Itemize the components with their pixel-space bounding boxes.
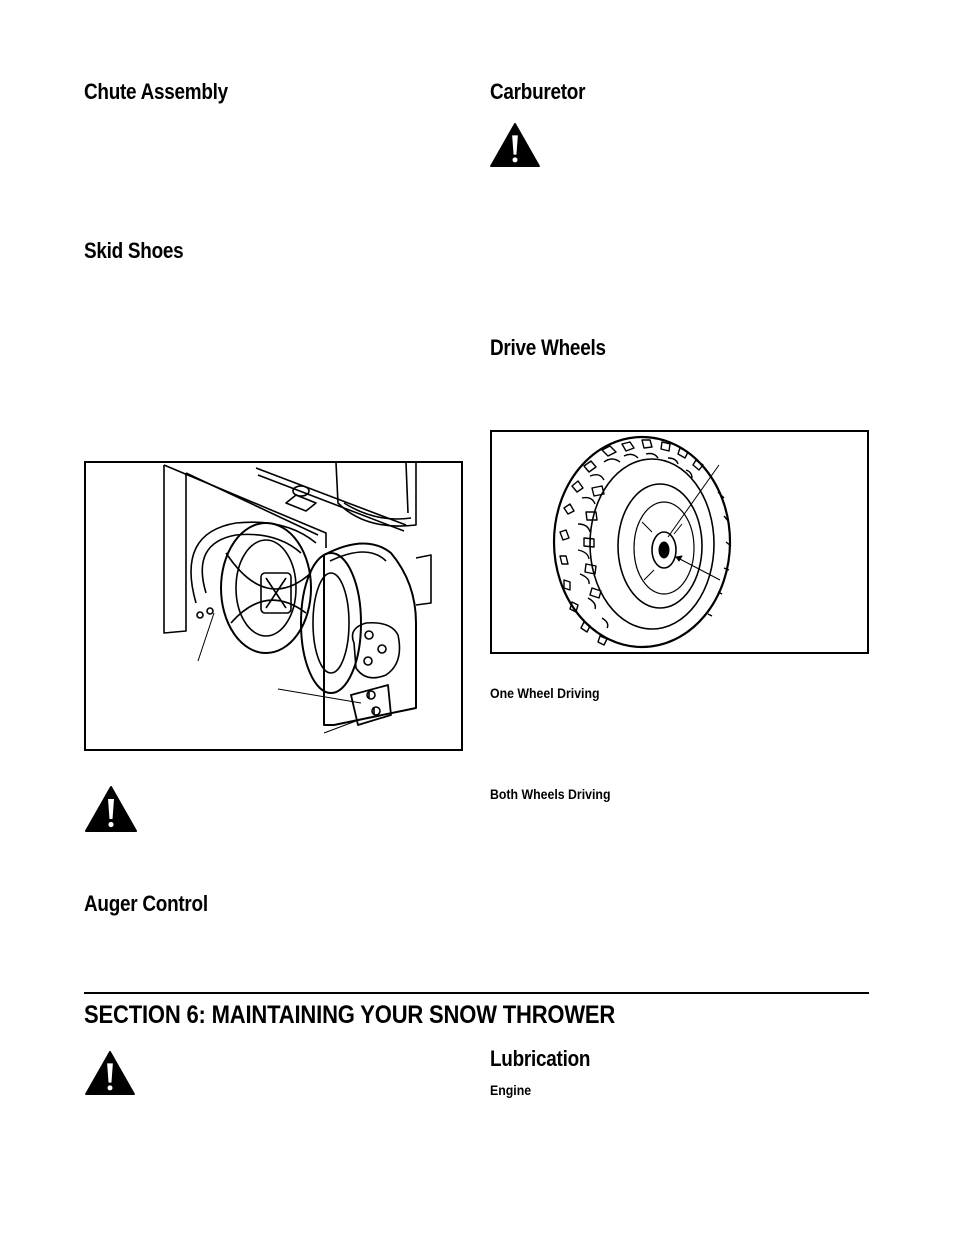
warning-triangle-icon xyxy=(85,786,137,832)
section-title: SECTION 6: MAINTAINING YOUR SNOW THROWER xyxy=(84,1001,616,1029)
heading-skid-shoes: Skid Shoes xyxy=(84,238,184,263)
warning-triangle-icon xyxy=(490,122,540,168)
subhead-one-wheel-driving: One Wheel Driving xyxy=(490,685,600,701)
heading-drive-wheels: Drive Wheels xyxy=(490,335,606,360)
subhead-both-wheels-driving: Both Wheels Driving xyxy=(490,786,611,802)
auger-housing-illustration xyxy=(163,463,432,734)
heading-carburetor: Carburetor xyxy=(490,79,586,104)
figure-auger-housing xyxy=(84,461,463,751)
subhead-engine: Engine xyxy=(490,1082,532,1098)
heading-chute-assembly: Chute Assembly xyxy=(84,79,228,104)
heading-auger-control: Auger Control xyxy=(84,891,208,916)
wheel-tire-illustration xyxy=(552,435,732,649)
heading-lubrication: Lubrication xyxy=(490,1046,591,1071)
figure-wheel xyxy=(490,430,869,654)
warning-triangle-icon xyxy=(85,1050,135,1096)
section-divider xyxy=(84,992,869,994)
